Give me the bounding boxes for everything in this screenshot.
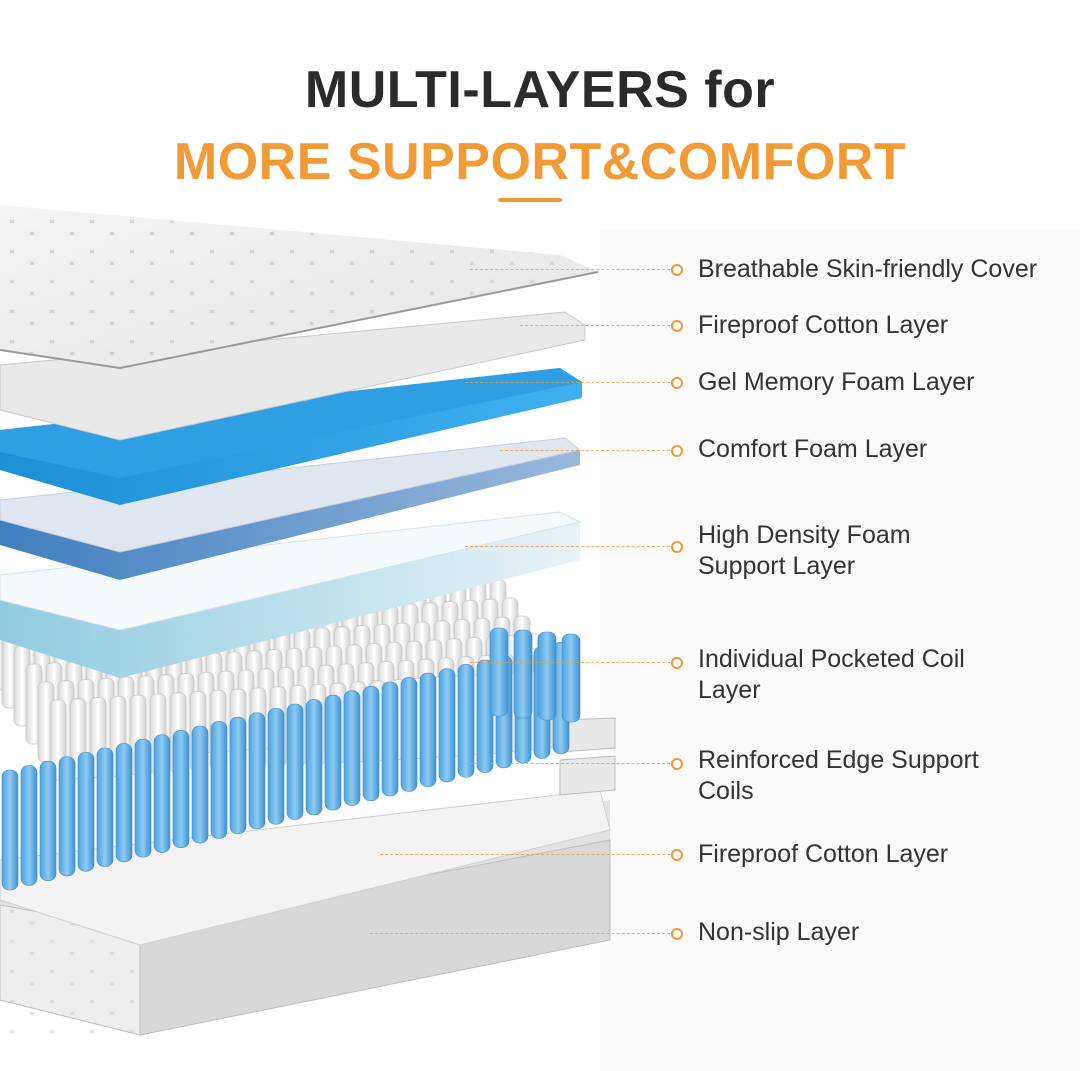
leader-line [465, 763, 670, 764]
blue-coil [20, 765, 38, 886]
blue-coil [58, 756, 76, 877]
blue-coil [134, 738, 152, 858]
blue-coil [172, 730, 190, 849]
layer-label: Fireproof Cotton Layer [698, 840, 949, 868]
blue-coil [537, 631, 557, 721]
callout-dot [671, 445, 683, 457]
blue-coil [489, 627, 509, 717]
blue-coil [229, 716, 247, 834]
leader-line [380, 854, 670, 855]
blue-coil [381, 681, 399, 797]
high-density-foam-layer [0, 511, 582, 678]
callout-dot [671, 928, 683, 940]
callout-dot [671, 657, 683, 669]
blue-coil [96, 747, 114, 867]
blue-edge-coils [1, 627, 581, 891]
callout-dot [671, 758, 683, 770]
layer-label: Non-slip Layer [698, 918, 860, 946]
layer-label: Breathable Skin-friendly Cover [698, 255, 1038, 283]
headline-underline [498, 198, 562, 202]
bottom-cotton-layer [0, 789, 611, 946]
blue-coil [286, 703, 304, 820]
layer-label: Individual Pocketed Coil Layer [698, 645, 965, 704]
blue-coil [191, 725, 209, 844]
blue-coil [513, 629, 533, 719]
top-cover-layer [0, 205, 599, 370]
blue-coil [115, 743, 133, 863]
leader-line [370, 933, 670, 934]
leader-line [465, 382, 670, 383]
blue-coil [419, 672, 437, 787]
callout-dot [671, 264, 683, 276]
blue-coil [267, 708, 285, 825]
callout-dot [671, 849, 683, 861]
leader-line [470, 662, 670, 663]
callout-dot [671, 541, 683, 553]
gel-memory-foam-layer [0, 368, 582, 505]
blue-coil [305, 699, 323, 816]
layer-label: Fireproof Cotton Layer [698, 311, 949, 339]
blue-coil [77, 752, 95, 872]
leader-line [520, 325, 670, 326]
callout-dot [671, 320, 683, 332]
top-cotton-layer [0, 311, 586, 441]
layer-label: Gel Memory Foam Layer [698, 368, 975, 396]
headline-line-2: MORE SUPPORT&COMFORT [173, 133, 907, 191]
blue-coil [248, 712, 266, 830]
leader-line [500, 450, 670, 451]
blue-coil [210, 721, 228, 839]
blue-coil [561, 633, 581, 723]
blue-coil [153, 734, 171, 853]
headline-line-1: MULTI-LAYERS for [304, 61, 776, 119]
blue-coil [39, 760, 57, 881]
blue-coil [400, 677, 418, 792]
leader-line [470, 269, 670, 270]
comfort-foam-layer [0, 437, 582, 580]
blue-coil [476, 659, 494, 773]
layer-label: Reinforced Edge Support Coils [698, 746, 979, 805]
blue-coil [457, 664, 475, 778]
blue-coil [438, 668, 456, 783]
blue-coil [1, 769, 19, 891]
layer-label: Comfort Foam Layer [698, 435, 928, 463]
blue-coil [343, 690, 361, 806]
blue-coil [324, 694, 342, 811]
blue-coil [362, 686, 380, 802]
callout-dot [671, 377, 683, 389]
layer-label: High Density Foam Support Layer [698, 521, 911, 580]
leader-line [465, 546, 670, 547]
